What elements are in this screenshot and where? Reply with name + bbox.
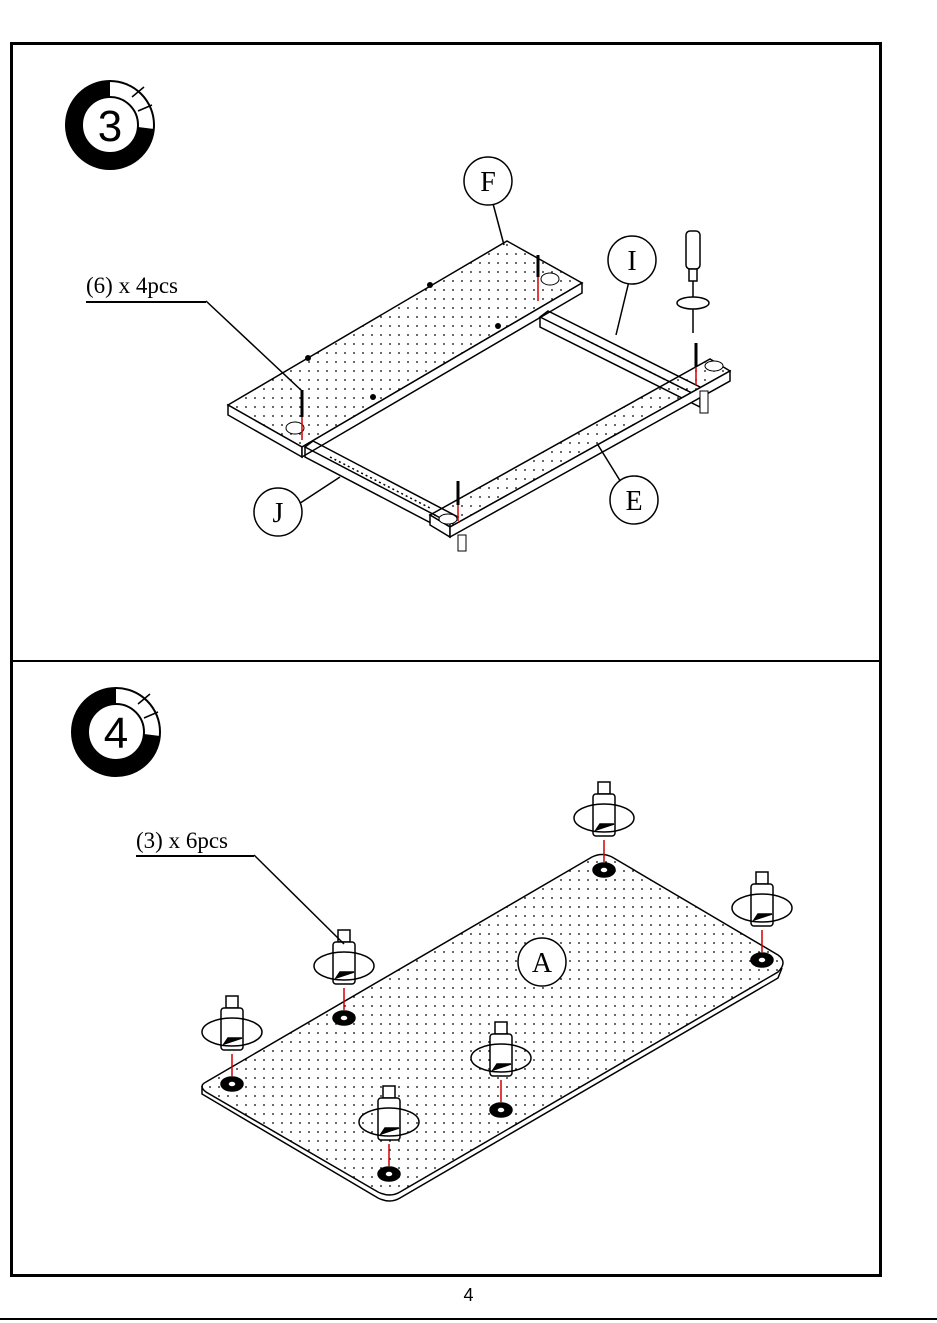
- bottom-rule: [0, 1318, 937, 1320]
- quantity-leader-line: [254, 855, 344, 944]
- step-4-quantity-underline: [136, 855, 254, 857]
- part-label-f: F: [480, 167, 496, 198]
- step-3-quantity-underline: [86, 301, 206, 303]
- step-3-illustration: 3: [10, 45, 882, 660]
- step-4-illustration: 4: [10, 662, 882, 1274]
- step-4-number: 4: [104, 709, 128, 758]
- panel-a: [202, 855, 783, 1202]
- screwdriver-icon: [677, 231, 709, 333]
- step-3-quantity-label: (6) x 4pcs: [86, 273, 178, 299]
- part-label-i: I: [627, 246, 636, 277]
- step-3-number: 3: [98, 102, 122, 151]
- part-label-a: A: [532, 948, 553, 979]
- part-label-j: J: [273, 498, 284, 529]
- step-3-panel: 3: [10, 45, 882, 660]
- step-badge-icon: 3: [66, 81, 154, 169]
- part-label-e: E: [625, 486, 642, 517]
- rail-e: [430, 359, 730, 551]
- step-4-panel: 4: [10, 662, 882, 1274]
- step-4-quantity-label: (3) x 6pcs: [136, 828, 228, 854]
- table-top-f: [228, 241, 582, 457]
- page-number: 4: [0, 1285, 937, 1306]
- step-badge-icon: 4: [72, 688, 160, 776]
